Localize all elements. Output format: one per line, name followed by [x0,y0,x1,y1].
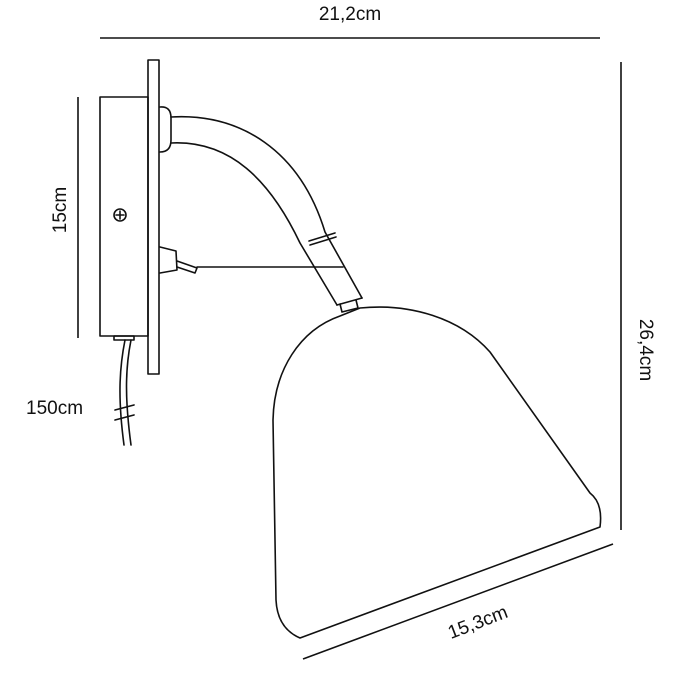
power-cable [114,339,135,446]
screw-icon [113,208,127,222]
total-height-label: 26,4cm [635,319,656,381]
width-label: 21,2cm [319,4,381,25]
back-box [99,96,149,337]
cable-grommet [113,335,135,341]
wall-plate [147,59,160,375]
backplate-height-label: 15cm [50,187,71,233]
cable-length-label: 150cm [26,398,83,419]
arm-knob [159,106,172,153]
wall-mount [99,59,160,375]
lamp-arm [159,106,363,313]
shade-diameter-label: 15,3cm [445,602,511,644]
lamp-shade [272,306,602,639]
toggle-switch [159,246,198,274]
shade-dimension-line [302,543,614,660]
